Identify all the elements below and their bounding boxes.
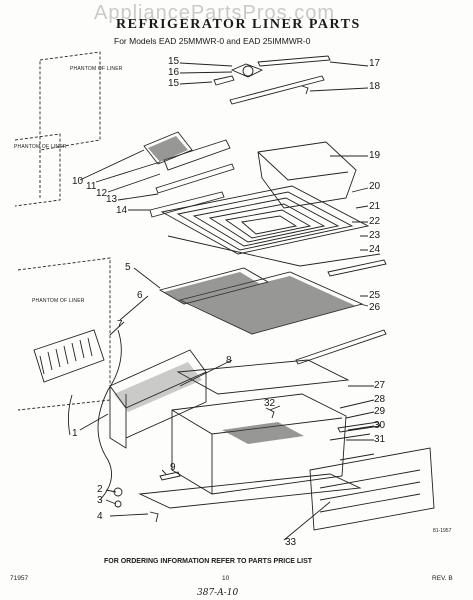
part-27-cover: [176, 359, 350, 395]
callout-7: 7: [117, 319, 123, 330]
part-18-screw: [301, 85, 309, 95]
callout-12: 12: [96, 188, 108, 199]
callout-26: 26: [369, 302, 381, 313]
part-26-rail: [295, 329, 387, 365]
callout-17: 17: [369, 58, 381, 69]
callout-21: 21: [369, 201, 381, 212]
part-16-light-socket: [230, 63, 264, 78]
callout-16: 16: [168, 67, 180, 78]
part-28-crisper-bin: [171, 393, 347, 495]
callout-23: 23: [369, 230, 381, 241]
part-8-insulation-shading: [114, 362, 202, 412]
callout-15: 15: [168, 56, 180, 67]
callout-6: 6: [137, 290, 143, 301]
part-16-bulb: [242, 65, 254, 77]
part-14-shelf-rail: [149, 191, 225, 218]
callout-11: 11: [86, 181, 97, 192]
footer-left-code: 71957: [10, 575, 29, 582]
callout-10: 10: [72, 176, 84, 187]
callout-5: 5: [125, 262, 131, 273]
phantom-label-2: PHANTOM OF LINER: [14, 144, 67, 150]
callout-30: 30: [374, 420, 386, 431]
phantom-liner-mid: [14, 133, 61, 207]
part-24-rail: [327, 259, 387, 277]
diagram-subtitle: For Models EAD 25MMWR-0 and EAD 25IMMWR-…: [114, 36, 311, 46]
callout-19: 19: [369, 150, 381, 161]
part-10-bracket: [143, 131, 193, 165]
phantom-label-3: PHANTOM OF LINER: [32, 298, 85, 304]
part-4-clip: [149, 511, 159, 523]
part-23-shelf-support: [167, 235, 381, 267]
callout-29: 29: [374, 406, 386, 417]
part-15-bulb: [213, 75, 235, 86]
part-32-clip: [265, 407, 275, 419]
callout-4: 4: [97, 511, 103, 522]
phantom-label-1: PHANTOM OF LINER: [70, 66, 123, 72]
callout-3: 3: [97, 495, 103, 506]
callout-20: 20: [369, 181, 381, 192]
part-25-grid-shading: [186, 276, 356, 334]
part-5-grid-shading: [164, 272, 260, 304]
footer-page-number: 10: [222, 575, 230, 582]
part-20-shelf-frame: [160, 185, 370, 255]
part-28-grid-shading: [222, 422, 304, 444]
part-8-insulation: [109, 349, 207, 449]
part-9-bracket: [159, 471, 181, 481]
part-7-tube: [97, 329, 122, 501]
drawing-code: 81-1957: [433, 528, 452, 534]
callout-31: 31: [374, 434, 386, 445]
callout-15b: 15: [168, 78, 180, 89]
part-1-drain: [67, 394, 73, 436]
part-13-trim: [155, 163, 235, 194]
part-6-coil: [33, 329, 105, 383]
callout-9: 9: [170, 462, 176, 473]
callout-8: 8: [226, 355, 232, 366]
part-10-shading: [148, 136, 188, 162]
diagram-title: REFRIGERATOR LINER PARTS: [116, 17, 361, 32]
handwritten-note: 387-A-10: [197, 588, 239, 598]
callout-28: 28: [374, 394, 386, 405]
part-17-rail: [257, 55, 331, 67]
ordering-instruction: FOR ORDERING INFORMATION REFER TO PARTS …: [104, 558, 313, 565]
callout-2: 2: [97, 484, 103, 495]
callout-18: 18: [369, 81, 381, 92]
callout-14: 14: [116, 205, 128, 216]
footer-revision: REV. B: [432, 575, 453, 582]
watermark: AppliancePartsPros.com: [94, 2, 335, 24]
callout-22: 22: [369, 216, 381, 227]
callout-33: 33: [285, 537, 297, 548]
callout-1: 1: [72, 428, 78, 439]
part-17-rail-lower: [229, 75, 325, 105]
callout-25: 25: [369, 290, 381, 301]
part-31-drawer-front: [309, 447, 435, 531]
callout-24: 24: [369, 244, 381, 255]
callout-32: 32: [264, 398, 276, 409]
phantom-liner-lower: [17, 257, 111, 411]
part-19-bin: [257, 141, 357, 209]
part-33-drawer-rail: [138, 473, 362, 509]
part-30-slide: [329, 433, 371, 441]
callout-27: 27: [374, 380, 386, 391]
part-12-bracket: [163, 139, 231, 171]
phantom-liner-upper: [39, 51, 101, 200]
part-29-slide: [337, 421, 381, 433]
callout-13: 13: [106, 194, 118, 205]
